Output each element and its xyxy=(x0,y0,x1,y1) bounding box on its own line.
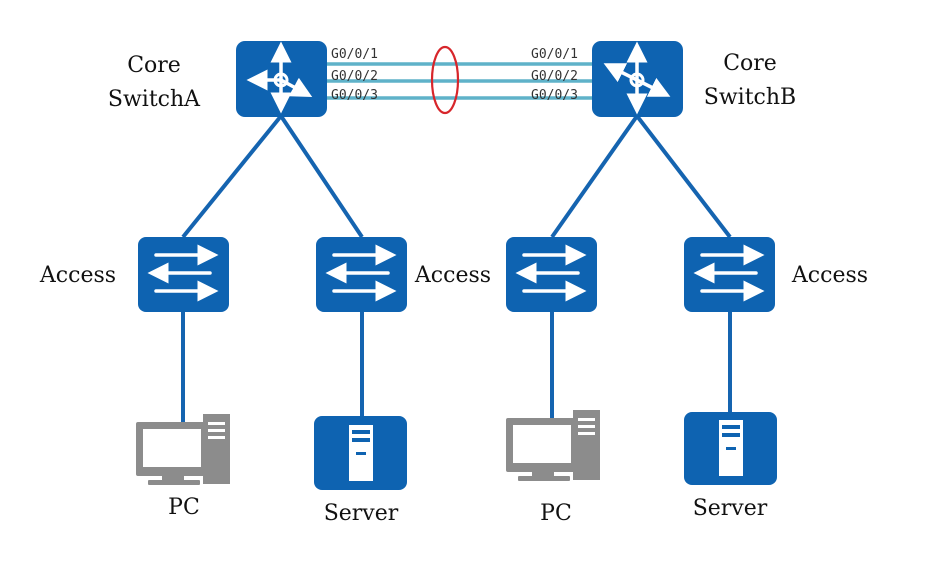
core-switch-b-ports: G0/0/1 G0/0/2 G0/0/3 xyxy=(531,47,578,103)
link-corea-access1 xyxy=(181,114,283,239)
core-switch-b-label-line2: SwitchB xyxy=(704,85,796,110)
core-switch-a xyxy=(236,41,327,117)
access-to-device-links xyxy=(181,312,732,422)
access-switch-2 xyxy=(316,237,407,312)
access-switch-2-label: Access xyxy=(414,263,491,288)
server-1-label: Server xyxy=(324,501,399,526)
link-coreb-access4 xyxy=(635,114,732,239)
link-coreb-access3 xyxy=(550,114,639,239)
server-tower-icon xyxy=(314,416,407,490)
desktop-computer-icon xyxy=(136,414,230,485)
server-2 xyxy=(684,412,777,485)
trunk-links xyxy=(326,62,595,100)
link-corea-access2 xyxy=(279,114,364,239)
port-label: G0/0/3 xyxy=(331,88,378,103)
access-switch-3 xyxy=(506,237,597,312)
core-to-access-links xyxy=(181,114,732,239)
port-label: G0/0/3 xyxy=(531,88,578,103)
pc-1-label: PC xyxy=(168,495,200,520)
pc-2-label: PC xyxy=(540,501,572,526)
server-tower-icon xyxy=(684,412,777,485)
access-switch-4-label: Access xyxy=(791,263,868,288)
access-switch-1 xyxy=(138,237,229,312)
core-switch-b xyxy=(592,41,683,117)
link-aggregation-marker xyxy=(430,45,460,115)
access-switch-4 xyxy=(684,237,775,312)
port-label: G0/0/1 xyxy=(531,47,578,62)
access-switch-1-label: Access xyxy=(39,263,116,288)
core-switch-b-label-line1: Core xyxy=(723,51,777,76)
core-switch-a-label-line2: SwitchA xyxy=(108,87,201,112)
pc-1 xyxy=(136,414,230,485)
core-switch-a-label-line1: Core xyxy=(127,53,181,78)
server-1 xyxy=(314,416,407,490)
pc-2 xyxy=(506,410,600,481)
core-switch-a-ports: G0/0/1 G0/0/2 G0/0/3 xyxy=(331,47,378,103)
port-label: G0/0/2 xyxy=(331,69,378,84)
port-label: G0/0/1 xyxy=(331,47,378,62)
desktop-computer-icon xyxy=(506,410,600,481)
server-2-label: Server xyxy=(693,496,768,521)
port-label: G0/0/2 xyxy=(531,69,578,84)
